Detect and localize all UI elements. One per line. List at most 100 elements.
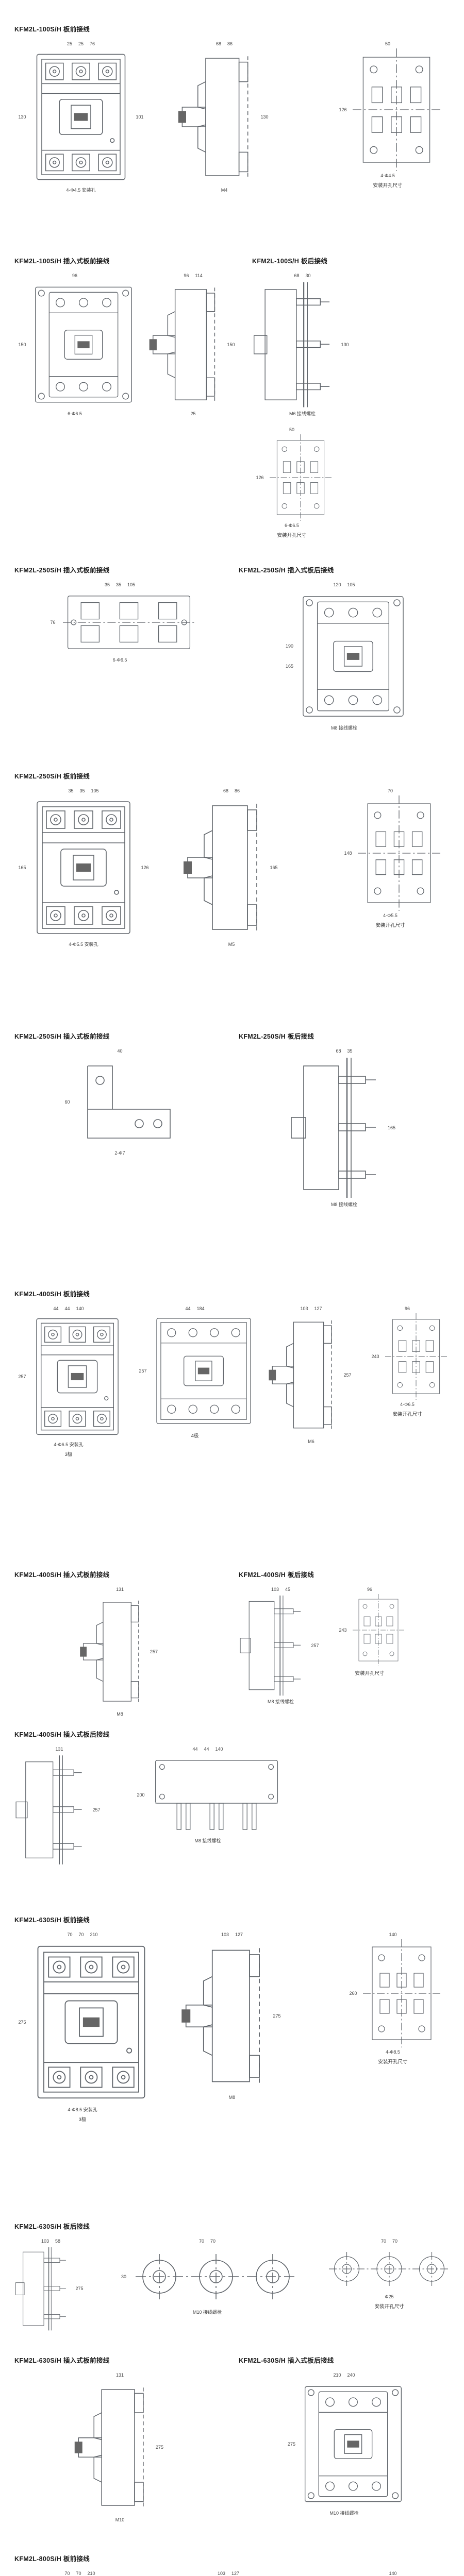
dim-label: 4-Φ4.5	[380, 173, 395, 178]
dim-label: 103	[300, 1306, 308, 1311]
dim-labels-top: 131	[116, 1587, 124, 1592]
dim-label: M8	[228, 2095, 236, 2100]
dim-label: 140	[215, 1747, 223, 1752]
rear-stud-layout-sketch	[135, 2253, 297, 2300]
dim-label: 25	[67, 41, 72, 46]
dim-label: 150	[18, 342, 26, 347]
front-view-sketch	[37, 801, 130, 934]
dim-labels-right: 130	[337, 342, 353, 347]
section-title: KFM2L-800S/H 板前接线	[14, 2555, 90, 2563]
dim-labels-bottom: 6-Φ6.5	[113, 658, 127, 663]
plug-in-side-view-sketch	[74, 2387, 144, 2508]
dim-label: 4-Φ6.5 安装孔	[54, 1442, 84, 1447]
dim-label: 240	[347, 2372, 355, 2378]
plug-in-side-view-drawing: 131 257 M8	[14, 1587, 225, 1717]
dim-label: 165	[270, 865, 278, 870]
dim-label: 70	[64, 2571, 70, 2576]
dim-label: 190	[285, 643, 294, 649]
dim-label: 6-Φ6.5	[68, 411, 82, 416]
section-title: KFM2L-100S/H 板前接线	[14, 26, 90, 33]
mounting-hole-plan-drawing: 96 243 4-Φ6.5 安装开孔尺寸	[368, 1307, 447, 1417]
section-kfm2l-250-plugin-and-rear: KFM2L-250S/H 插入式板前接线 40 60 2-Φ7 KFM2L-25…	[0, 1025, 464, 1282]
dim-label: 114	[195, 273, 203, 278]
dim-label: M5	[228, 942, 235, 947]
left-column: KFM2L-400S/H 插入式板前接线 131 257 M8	[14, 1569, 225, 1723]
dim-labels-bottom: 4-Φ6.5	[400, 1402, 415, 1407]
dim-label: 165	[387, 1125, 396, 1130]
left-column: KFM2L-630S/H 插入式板前接线 131 275 M10	[14, 2355, 225, 2547]
dim-labels-bottom: M6 接线螺栓	[289, 412, 316, 416]
dim-labels-bottom: 4-Φ5.5 安装孔	[69, 942, 98, 947]
dim-label: 70	[198, 2239, 204, 2244]
dim-labels-bottom: 4-Φ8.5 安装孔	[68, 2108, 97, 2112]
dim-label: 165	[18, 865, 26, 870]
dim-label: 120	[333, 582, 341, 587]
dim-labels-right: 126	[137, 865, 153, 870]
dim-label: 25	[78, 41, 84, 46]
dim-label: 50	[385, 41, 390, 46]
dim-labels-right: 150	[223, 342, 239, 347]
dim-label: 243	[339, 1627, 347, 1633]
dim-labels-right: 257	[307, 1643, 323, 1648]
side-view-sketch	[268, 1320, 332, 1430]
plug-in-base-front-view-sketch	[155, 1760, 278, 1830]
dim-labels-bottom: M10	[115, 2518, 125, 2522]
front-view-sketch	[36, 1318, 119, 1435]
plug-in-base-top-view-sketch	[62, 596, 195, 649]
dim-label: 30	[121, 2274, 126, 2279]
section-kfm2l-630-plugin: KFM2L-630S/H 插入式板前接线 131 275 M10 KFM2L-6…	[0, 2349, 464, 2547]
dim-label: 130	[341, 342, 349, 347]
dim-label: 76	[50, 619, 56, 625]
mounting-hole-plan-sketch	[353, 48, 440, 171]
dim-label: 184	[196, 1306, 205, 1311]
dim-labels-left: 150	[14, 342, 30, 347]
dim-label: 105	[91, 788, 99, 793]
dim-labels-top: 50	[385, 42, 390, 46]
dim-label: 50	[289, 427, 294, 432]
dim-label: 68	[336, 1048, 341, 1054]
dim-labels-bottom: M4	[221, 188, 228, 193]
section-title: KFM2L-630S/H 板前接线	[14, 1917, 90, 1924]
dim-labels-left: 126	[252, 475, 268, 480]
dim-label: 127	[314, 1306, 322, 1311]
section-title: KFM2L-250S/H 板后接线	[239, 1033, 314, 1040]
side-view-sketch	[181, 1947, 260, 2084]
dim-label: 101	[136, 114, 144, 120]
dim-labels-right: 275	[152, 2445, 168, 2450]
mounting-hole-plan-drawing: 140 265(260) 4-Φ8.5 安装开孔尺寸	[345, 2571, 440, 2576]
dim-labels-right: 257	[146, 1649, 162, 1654]
dim-labels-top: 44 184	[185, 1307, 204, 1311]
dim-label: 86	[227, 41, 233, 46]
side-view-sketch	[178, 56, 248, 178]
section-title: KFM2L-630S/H 插入式板前接线	[14, 2357, 110, 2364]
dim-labels-top: 140	[389, 1933, 396, 1937]
plug-in-front-view-sketch	[35, 286, 132, 403]
dim-label: 140	[389, 2571, 397, 2576]
dim-label: M4	[221, 188, 228, 193]
dim-label: Φ25	[385, 2294, 394, 2299]
dim-label: 44	[185, 1306, 191, 1311]
dim-label: 275	[287, 2441, 296, 2447]
dim-label: 96	[404, 1306, 410, 1311]
dim-label: 58	[55, 2239, 61, 2244]
dim-label: 275	[155, 2445, 164, 2450]
dim-label: 4-Φ6.5	[400, 1402, 415, 1407]
dim-label: 200	[137, 1792, 145, 1798]
rear-connection-side-view-sketch	[290, 1057, 376, 1199]
section-title: KFM2L-630S/H 插入式板后接线	[239, 2357, 334, 2364]
dim-label: 68	[223, 788, 228, 793]
